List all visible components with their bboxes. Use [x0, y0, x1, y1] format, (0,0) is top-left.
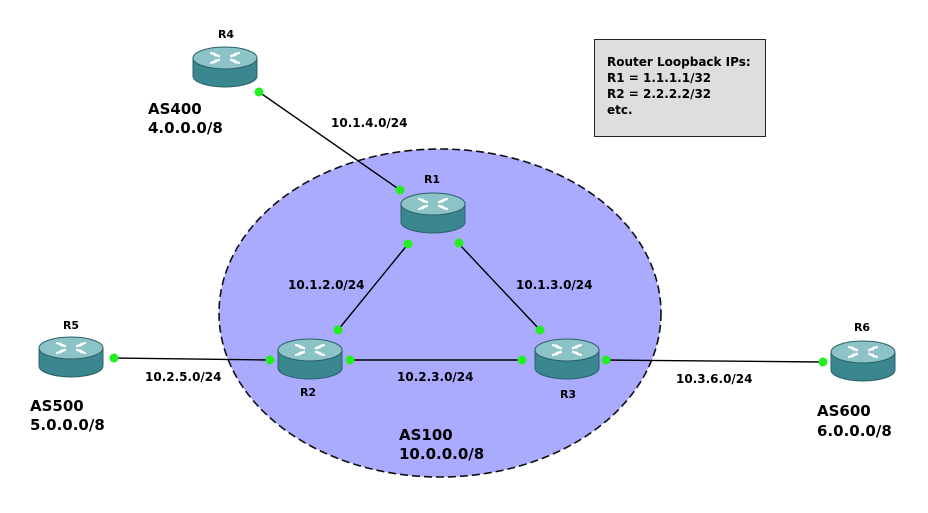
- subnet-label-r1-r3: 10.1.3.0/24: [516, 278, 593, 292]
- port-dot: [454, 238, 464, 248]
- router-r1-icon[interactable]: [400, 192, 466, 235]
- as100-region: [218, 148, 662, 478]
- subnet-label-r2-r3: 10.2.3.0/24: [397, 370, 474, 384]
- as400-prefix: 4.0.0.0/8: [148, 119, 223, 137]
- router-r3-label: R3: [560, 388, 576, 401]
- port-dot: [395, 185, 405, 195]
- port-dots: [109, 87, 828, 367]
- router-r1-label: R1: [424, 173, 440, 186]
- port-dot: [818, 357, 828, 367]
- router-r5-label: R5: [63, 319, 79, 332]
- port-dot: [265, 355, 275, 365]
- as400-name: AS400: [148, 100, 202, 118]
- subnet-label-r3-r6: 10.3.6.0/24: [676, 372, 753, 386]
- as500-name: AS500: [30, 397, 84, 415]
- note-line-r2: R2 = 2.2.2.2/32: [607, 87, 712, 101]
- router-r5-icon[interactable]: [38, 336, 104, 379]
- as100-prefix: 10.0.0.0/8: [399, 445, 484, 463]
- loopback-note: Router Loopback IPs: R1 = 1.1.1.1/32 R2 …: [594, 39, 766, 137]
- link-r1-r3[interactable]: [458, 243, 541, 331]
- router-r3-icon[interactable]: [534, 338, 600, 381]
- port-dot: [254, 87, 264, 97]
- as600-name: AS600: [817, 402, 871, 420]
- link-r4-r1[interactable]: [258, 91, 401, 191]
- subnet-label-r1-r2: 10.1.2.0/24: [288, 278, 365, 292]
- port-dot: [333, 325, 343, 335]
- port-dot: [403, 239, 413, 249]
- subnet-label-r5-r2: 10.2.5.0/24: [145, 370, 222, 384]
- router-r4-icon[interactable]: [192, 46, 258, 89]
- router-r6-icon[interactable]: [830, 340, 896, 383]
- router-r4-label: R4: [218, 28, 234, 41]
- router-r2-label: R2: [300, 386, 316, 399]
- note-line-etc: etc.: [607, 103, 633, 117]
- note-line-r1: R1 = 1.1.1.1/32: [607, 71, 712, 85]
- as600-prefix: 6.0.0.0/8: [817, 422, 892, 440]
- port-dot: [535, 325, 545, 335]
- as100-name: AS100: [399, 426, 453, 444]
- router-r2-icon[interactable]: [277, 338, 343, 381]
- link-r3-r6[interactable]: [605, 359, 824, 363]
- port-dot: [601, 355, 611, 365]
- port-dot: [517, 355, 527, 365]
- router-r6-label: R6: [854, 321, 870, 334]
- links: [113, 91, 824, 363]
- port-dot: [109, 353, 119, 363]
- link-r1-r2[interactable]: [337, 243, 409, 331]
- subnet-label-r4-r1: 10.1.4.0/24: [331, 116, 408, 130]
- port-dot: [345, 355, 355, 365]
- note-title: Router Loopback IPs:: [607, 55, 751, 69]
- link-r5-r2[interactable]: [113, 357, 271, 361]
- as500-prefix: 5.0.0.0/8: [30, 416, 105, 434]
